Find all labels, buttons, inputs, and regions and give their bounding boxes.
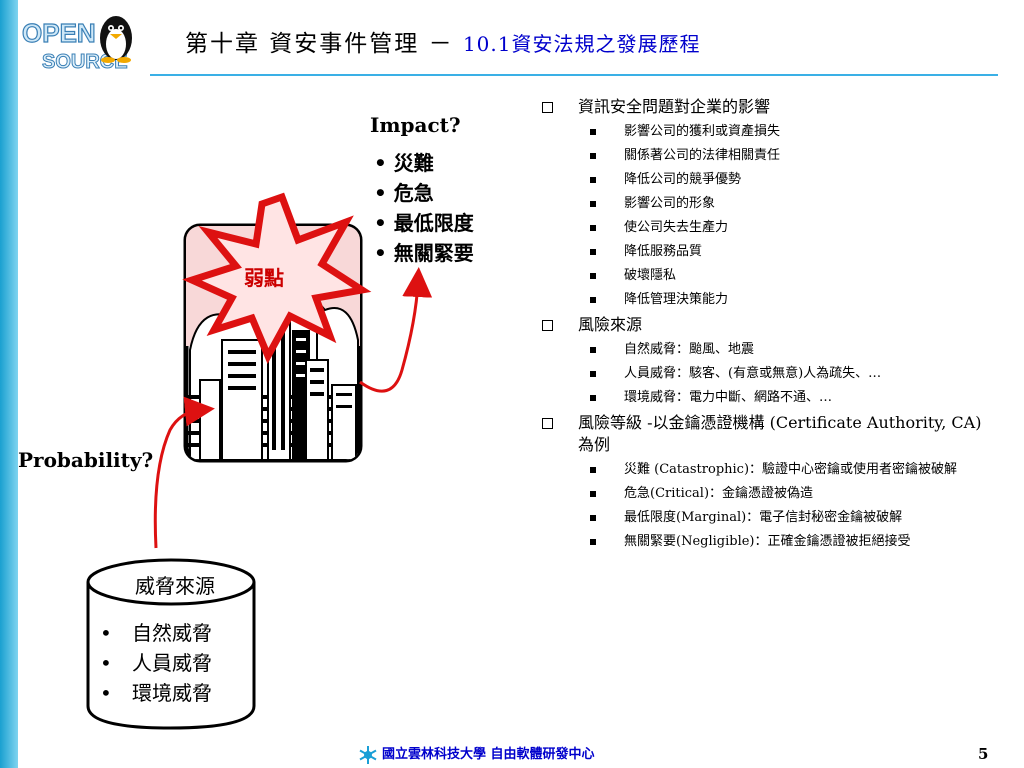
section-item: 危急(Critical)：金鑰憑證被偽造 <box>540 484 990 504</box>
title-section: 10.1資安法規之發展歷程 <box>462 32 701 56</box>
section-item: 影響公司的形象 <box>540 194 990 214</box>
section-item: 影響公司的獲利或資產損失 <box>540 122 990 142</box>
section-heading: 資訊安全問題對企業的影響 <box>540 96 990 118</box>
impact-item: 災難 <box>374 148 474 178</box>
impact-item: 最低限度 <box>374 208 474 238</box>
threat-source-list: •自然威脅 •人員威脅 •環境威脅 <box>100 618 212 708</box>
section-item: 無關緊要(Negligible)：正確金鑰憑證被拒絕接受 <box>540 532 990 552</box>
impact-item: 危急 <box>374 178 474 208</box>
page-title: 第十章 資安事件管理 － 10.1資安法規之發展歷程 <box>185 24 700 58</box>
title-prefix: 第十章 資安事件管理 － <box>185 31 454 57</box>
footer-org-text: 國立雲林科技大學 自由軟體研發中心 <box>382 747 595 762</box>
svg-text:SOURCE: SOURCE <box>42 51 128 72</box>
threat-item: •環境威脅 <box>100 681 212 705</box>
section-item: 降低服務品質 <box>540 242 990 262</box>
impact-arrow <box>359 267 433 393</box>
page-number: 5 <box>978 745 989 763</box>
section-item: 使公司失去生產力 <box>540 218 990 238</box>
probability-arrow <box>153 396 215 549</box>
impact-item: 無關緊要 <box>374 238 474 268</box>
threat-item: •自然威脅 <box>100 621 212 645</box>
section-heading: 風險等級 -以金鑰憑證機構 (Certificate Authority, CA… <box>540 412 990 456</box>
section-item: 降低公司的競爭優勢 <box>540 170 990 190</box>
section-item: 關係著公司的法律相關責任 <box>540 146 990 166</box>
svg-text:OPEN: OPEN <box>22 18 96 48</box>
title-underline <box>150 74 998 76</box>
impact-label: Impact? <box>370 113 461 137</box>
open-source-logo: OPEN SOURCE <box>21 16 132 72</box>
section-item: 最低限度(Marginal)：電子信封秘密金鑰被破解 <box>540 508 990 528</box>
threat-source-cylinder <box>86 558 256 730</box>
section-item: 災難 (Catastrophic)：驗證中心密鑰或使用者密鑰被破解 <box>540 460 990 480</box>
snowflake-icon <box>359 745 377 764</box>
section-item: 環境威脅：電力中斷、網路不通、… <box>540 388 990 408</box>
footer-org: 國立雲林科技大學 自由軟體研發中心 <box>358 743 595 765</box>
impact-list: 災難 危急 最低限度 無關緊要 <box>374 148 474 268</box>
section-heading: 風險來源 <box>540 314 990 336</box>
section-item: 自然威脅：颱風、地震 <box>540 340 990 360</box>
section-item: 降低管理決策能力 <box>540 290 990 310</box>
vulnerability-burst <box>182 192 372 365</box>
probability-label: Probability? <box>18 448 154 472</box>
left-accent-bar <box>0 0 18 768</box>
threat-item: •人員威脅 <box>100 651 212 675</box>
section-item: 破壞隱私 <box>540 266 990 286</box>
content-outline: 資訊安全問題對企業的影響 影響公司的獲利或資產損失 關係著公司的法律相關責任 降… <box>540 92 990 552</box>
vulnerability-label: 弱點 <box>244 266 284 290</box>
section-item: 人員威脅：駭客、(有意或無意)人為疏失、… <box>540 364 990 384</box>
threat-source-title: 威脅來源 <box>135 574 215 598</box>
